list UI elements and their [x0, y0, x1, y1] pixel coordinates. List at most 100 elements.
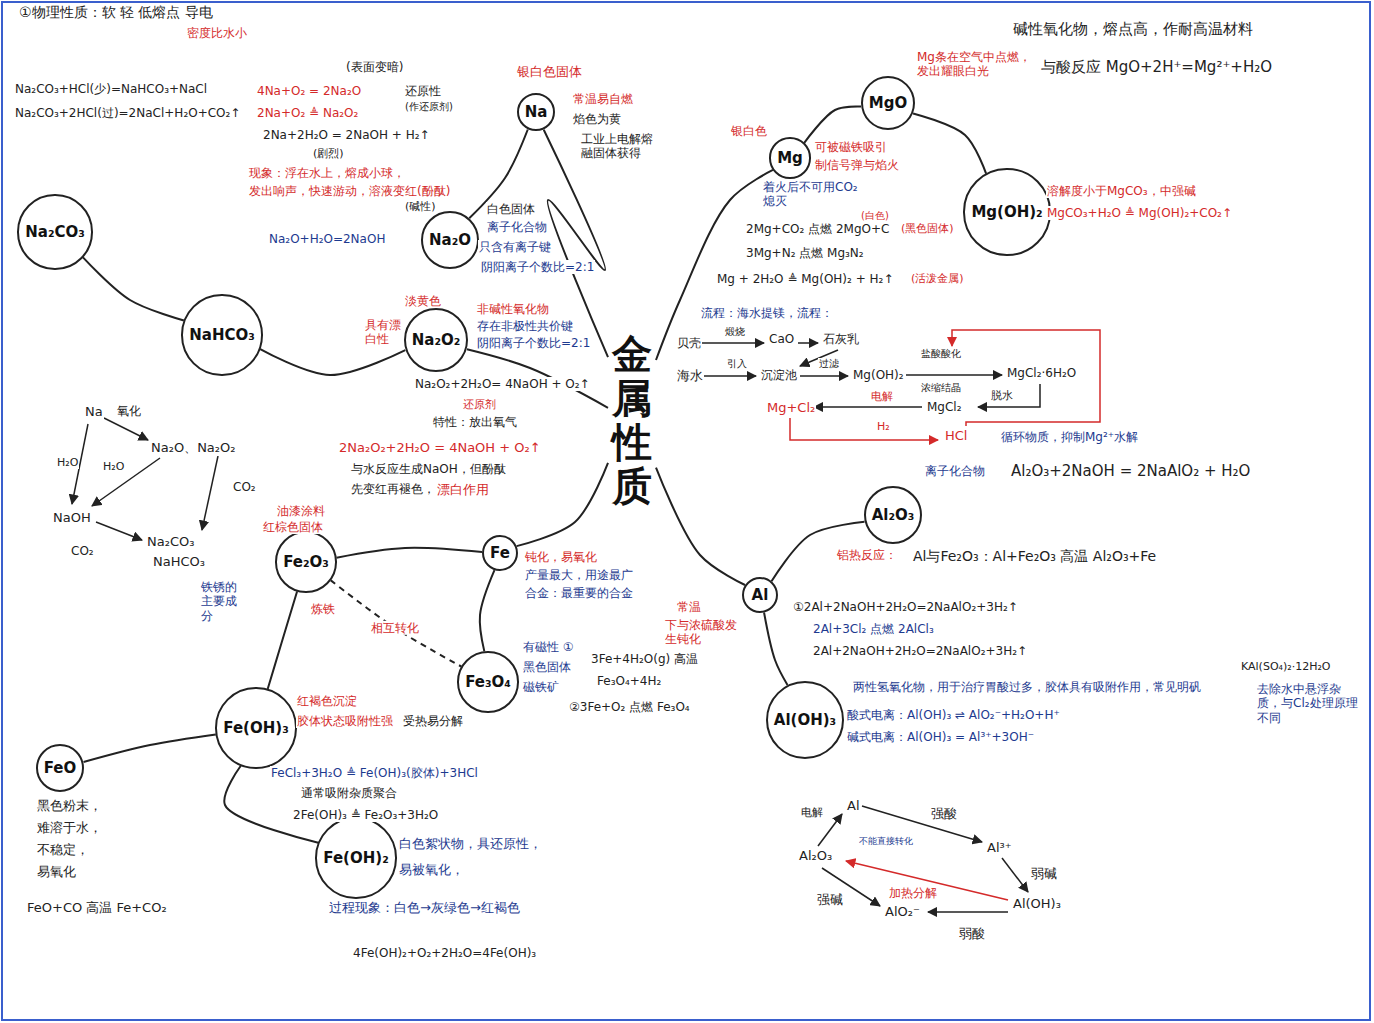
annotation: 先变红再褪色，	[350, 482, 436, 496]
formula-text: MgO	[869, 94, 907, 112]
reaction-arrow	[1002, 858, 1028, 892]
annotation: 工业上电解熔融固体获得	[580, 132, 662, 161]
annotation: Mg + 2H₂O ≜ Mg(OH)₂ + H₂↑	[716, 272, 894, 286]
annotation: Na₂CO₃+HCl(少)=NaHCO₃+NaCl	[14, 82, 208, 96]
annotation: Al与Fe₂O₃：Al+Fe₂O₃ 高温 Al₂O₃+Fe	[912, 548, 1157, 565]
flow-arrow	[978, 384, 1040, 407]
formula-text: Fe₂O₃	[283, 553, 329, 571]
annotation: 过程现象：白色→灰绿色→红褐色	[328, 900, 521, 916]
annotation: 易氧化	[36, 864, 77, 880]
reaction-arrow	[846, 861, 1008, 900]
annotation: 弱碱	[1030, 866, 1058, 882]
annotation: 过滤	[818, 358, 840, 370]
annotation: 弱酸	[958, 926, 986, 942]
annotation: 受热易分解	[402, 714, 464, 728]
flow-arrow	[704, 375, 756, 377]
formula-circle: Fe₃O₄	[457, 651, 519, 713]
annotation: 阴阳离子个数比=2:1	[480, 260, 595, 274]
branch-line	[656, 170, 773, 360]
annotation: Na₂CO₃+2HCl(过)=2NaCl+H₂O+CO₂↑	[14, 106, 241, 120]
annotation: 黑色粉末，	[36, 798, 103, 814]
annotation: 3Mg+N₂ 点燃 Mg₃N₂	[745, 246, 865, 260]
formula-circle: Na	[517, 93, 556, 132]
annotation: 脱水	[990, 389, 1014, 402]
reaction-arrow	[202, 456, 218, 530]
formula-text: Al₂O₃	[872, 506, 915, 524]
branch-line	[764, 613, 787, 685]
annotation: 胶体状态吸附性强	[296, 714, 394, 728]
formula-text: NaHCO₃	[189, 326, 255, 344]
annotation: 引入	[726, 358, 748, 370]
annotation: 磁铁矿	[522, 680, 560, 694]
annotation: 通常吸附杂质聚合	[300, 786, 398, 800]
branch-line	[913, 113, 986, 173]
annotation: 焰色为黄	[572, 112, 622, 126]
annotation: 银白色固体	[516, 64, 583, 80]
formula-text: Mg(OH)₂	[971, 203, 1042, 221]
formula-text: Fe(OH)₃	[223, 719, 288, 737]
annotation: AlO₂⁻	[884, 904, 921, 920]
annotation: 2Al+2NaOH+2H₂O=2NaAlO₂+3H₂↑	[812, 644, 1028, 658]
annotation: NaOH	[52, 510, 92, 526]
annotation: 易被氧化，	[398, 862, 465, 878]
annotation: 常温	[676, 600, 702, 614]
annotation: 炼铁	[310, 602, 336, 616]
annotation: 制信号弹与焰火	[814, 158, 900, 172]
annotation: HCl	[944, 428, 968, 444]
annotation: 电解	[870, 390, 894, 403]
annotation: (剧烈)	[312, 147, 345, 160]
branch-line	[83, 257, 184, 320]
annotation: 常温易自燃	[572, 92, 634, 106]
annotation: (黑色固体)	[900, 222, 955, 235]
annotation: 石灰乳	[822, 332, 860, 346]
annotation: 电解	[800, 806, 824, 819]
annotation: 漂白作用	[436, 482, 490, 498]
formula-text: FeO	[44, 759, 77, 777]
formula-text: Na₂O	[429, 231, 471, 249]
formula-circle: Fe(OH)₂	[315, 817, 396, 898]
annotation: Na	[84, 404, 104, 420]
annotation: 存在非极性共价键	[476, 319, 574, 333]
formula-circle: Al	[742, 577, 778, 613]
formula-circle: NaHCO₃	[181, 294, 263, 376]
annotation: ①物理性质：软 轻 低熔点 导电	[18, 4, 214, 21]
annotation: (碱性)	[404, 200, 437, 213]
annotation: KAl(SO₄)₂·12H₂O	[1240, 660, 1331, 673]
annotation: ②3Fe+O₂ 点燃 Fe₃O₄	[568, 700, 691, 714]
topic-text: 金属性质	[612, 332, 652, 508]
formula-text: Na₂O₂	[412, 331, 461, 349]
reaction-arrow	[928, 911, 1008, 913]
annotation: 现象：浮在水上，熔成小球，	[248, 166, 406, 180]
annotation: MgCl₂·6H₂O	[1006, 366, 1077, 380]
annotation: 2Mg+CO₂ 点燃 2MgO+C	[745, 222, 890, 236]
annotation: Na₂O+H₂O=2NaOH	[268, 232, 386, 246]
annotation: (活泼金属)	[910, 272, 965, 285]
annotation: H₂	[876, 420, 891, 433]
annotation: 强碱	[816, 892, 844, 908]
annotation: 2Al+3Cl₂ 点燃 2AlCl₃	[812, 622, 935, 636]
flow-arrow	[814, 406, 922, 408]
branch-line	[337, 548, 482, 558]
formula-text: Na	[525, 103, 548, 121]
reaction-arrow	[92, 458, 160, 506]
annotation: 盐酸酸化	[920, 348, 962, 360]
annotation: 淡黄色	[404, 294, 442, 308]
annotation: 油漆涂料	[276, 504, 326, 518]
annotation: Na₂O、Na₂O₂	[150, 440, 236, 456]
annotation: 去除水中悬浮杂质，与Cl₂处理原理不同	[1256, 682, 1362, 725]
flow-arrow	[952, 330, 1100, 426]
branch-line	[804, 106, 861, 142]
formula-circle: Na₂O	[421, 211, 479, 269]
annotation: Na₂CO₃	[146, 534, 195, 550]
annotation: 溶解度小于MgCO₃，中强碱	[1046, 184, 1197, 198]
annotation: 碱式电离：Al(OH)₃ = Al³⁺+3OH⁻	[846, 730, 1035, 744]
annotation: 发出响声，快速游动，溶液变红(酚酞)	[248, 184, 451, 198]
reaction-arrow	[104, 418, 148, 440]
formula-circle: Fe₂O₃	[275, 531, 337, 593]
annotation: 2Na+O₂ ≜ Na₂O₂	[256, 106, 359, 120]
annotation: 着火后不可用CO₂熄灭	[762, 180, 860, 209]
central-topic: 金属性质	[608, 328, 656, 512]
branch-line	[84, 734, 216, 762]
